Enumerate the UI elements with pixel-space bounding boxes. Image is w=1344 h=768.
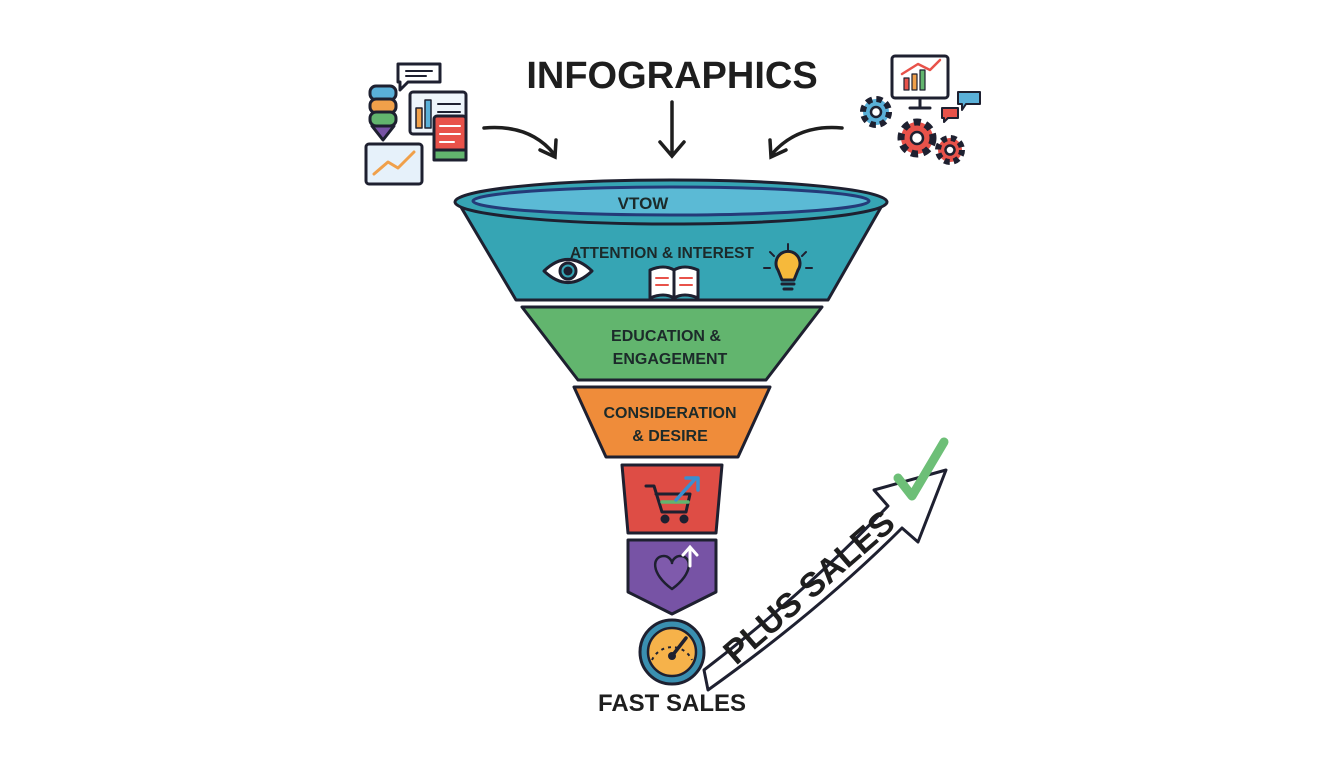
speedometer-icon <box>638 618 706 686</box>
center-down-arrow <box>658 100 686 159</box>
plus-sales-label: PLUS SALES <box>716 503 902 672</box>
growth-arrow: PLUS SALES <box>702 437 949 692</box>
funnel-stage-purchase <box>620 463 724 535</box>
document-icon <box>432 114 468 162</box>
stage-label-education-line-2: ENGAGEMENT <box>613 351 728 368</box>
stage-label-education-line-1: EDUCATION & <box>611 328 721 345</box>
data-icon-cluster <box>364 62 468 186</box>
funnel-stage-education <box>520 305 824 382</box>
analytics-icon-cluster <box>860 54 981 165</box>
fast-sales-label: FAST SALES <box>598 690 746 717</box>
heart-icon <box>654 544 699 591</box>
stage-label-consideration-line-2: & DESIRE <box>632 428 708 445</box>
presentation-board-icon <box>890 54 950 110</box>
shopping-cart-icon <box>644 476 700 524</box>
eye-icon <box>542 258 594 284</box>
line-chart-icon <box>364 142 424 186</box>
chat-bubble-icon <box>396 62 442 92</box>
left-curved-arrow <box>482 125 558 160</box>
lightbulb-icon <box>763 243 813 291</box>
funnel-rim-opening <box>471 185 871 217</box>
stage-label-attention: ATTENTION & INTEREST <box>570 245 755 262</box>
funnel-rim-label: VTOW <box>618 194 670 213</box>
checkmark-icon <box>893 437 949 501</box>
stage-label-consideration-line-1: CONSIDERATION <box>603 405 736 422</box>
gear-icon <box>860 96 892 128</box>
database-icon <box>368 84 398 142</box>
dashboard-icon <box>408 90 468 136</box>
input-arrows <box>482 100 844 160</box>
infographic-title: INFOGRAPHICS <box>526 55 817 97</box>
gear-icon <box>897 118 937 158</box>
growth-arrow-body <box>702 468 948 692</box>
funnel-stage-consideration <box>572 385 772 459</box>
gear-icon <box>935 135 965 165</box>
sales-funnel: VTOW ATTENTION & INTEREST EDUCATION & EN… <box>453 178 889 616</box>
right-curved-arrow <box>768 125 844 160</box>
chat-bubble-icon <box>941 91 981 123</box>
open-book-icon <box>648 265 700 300</box>
